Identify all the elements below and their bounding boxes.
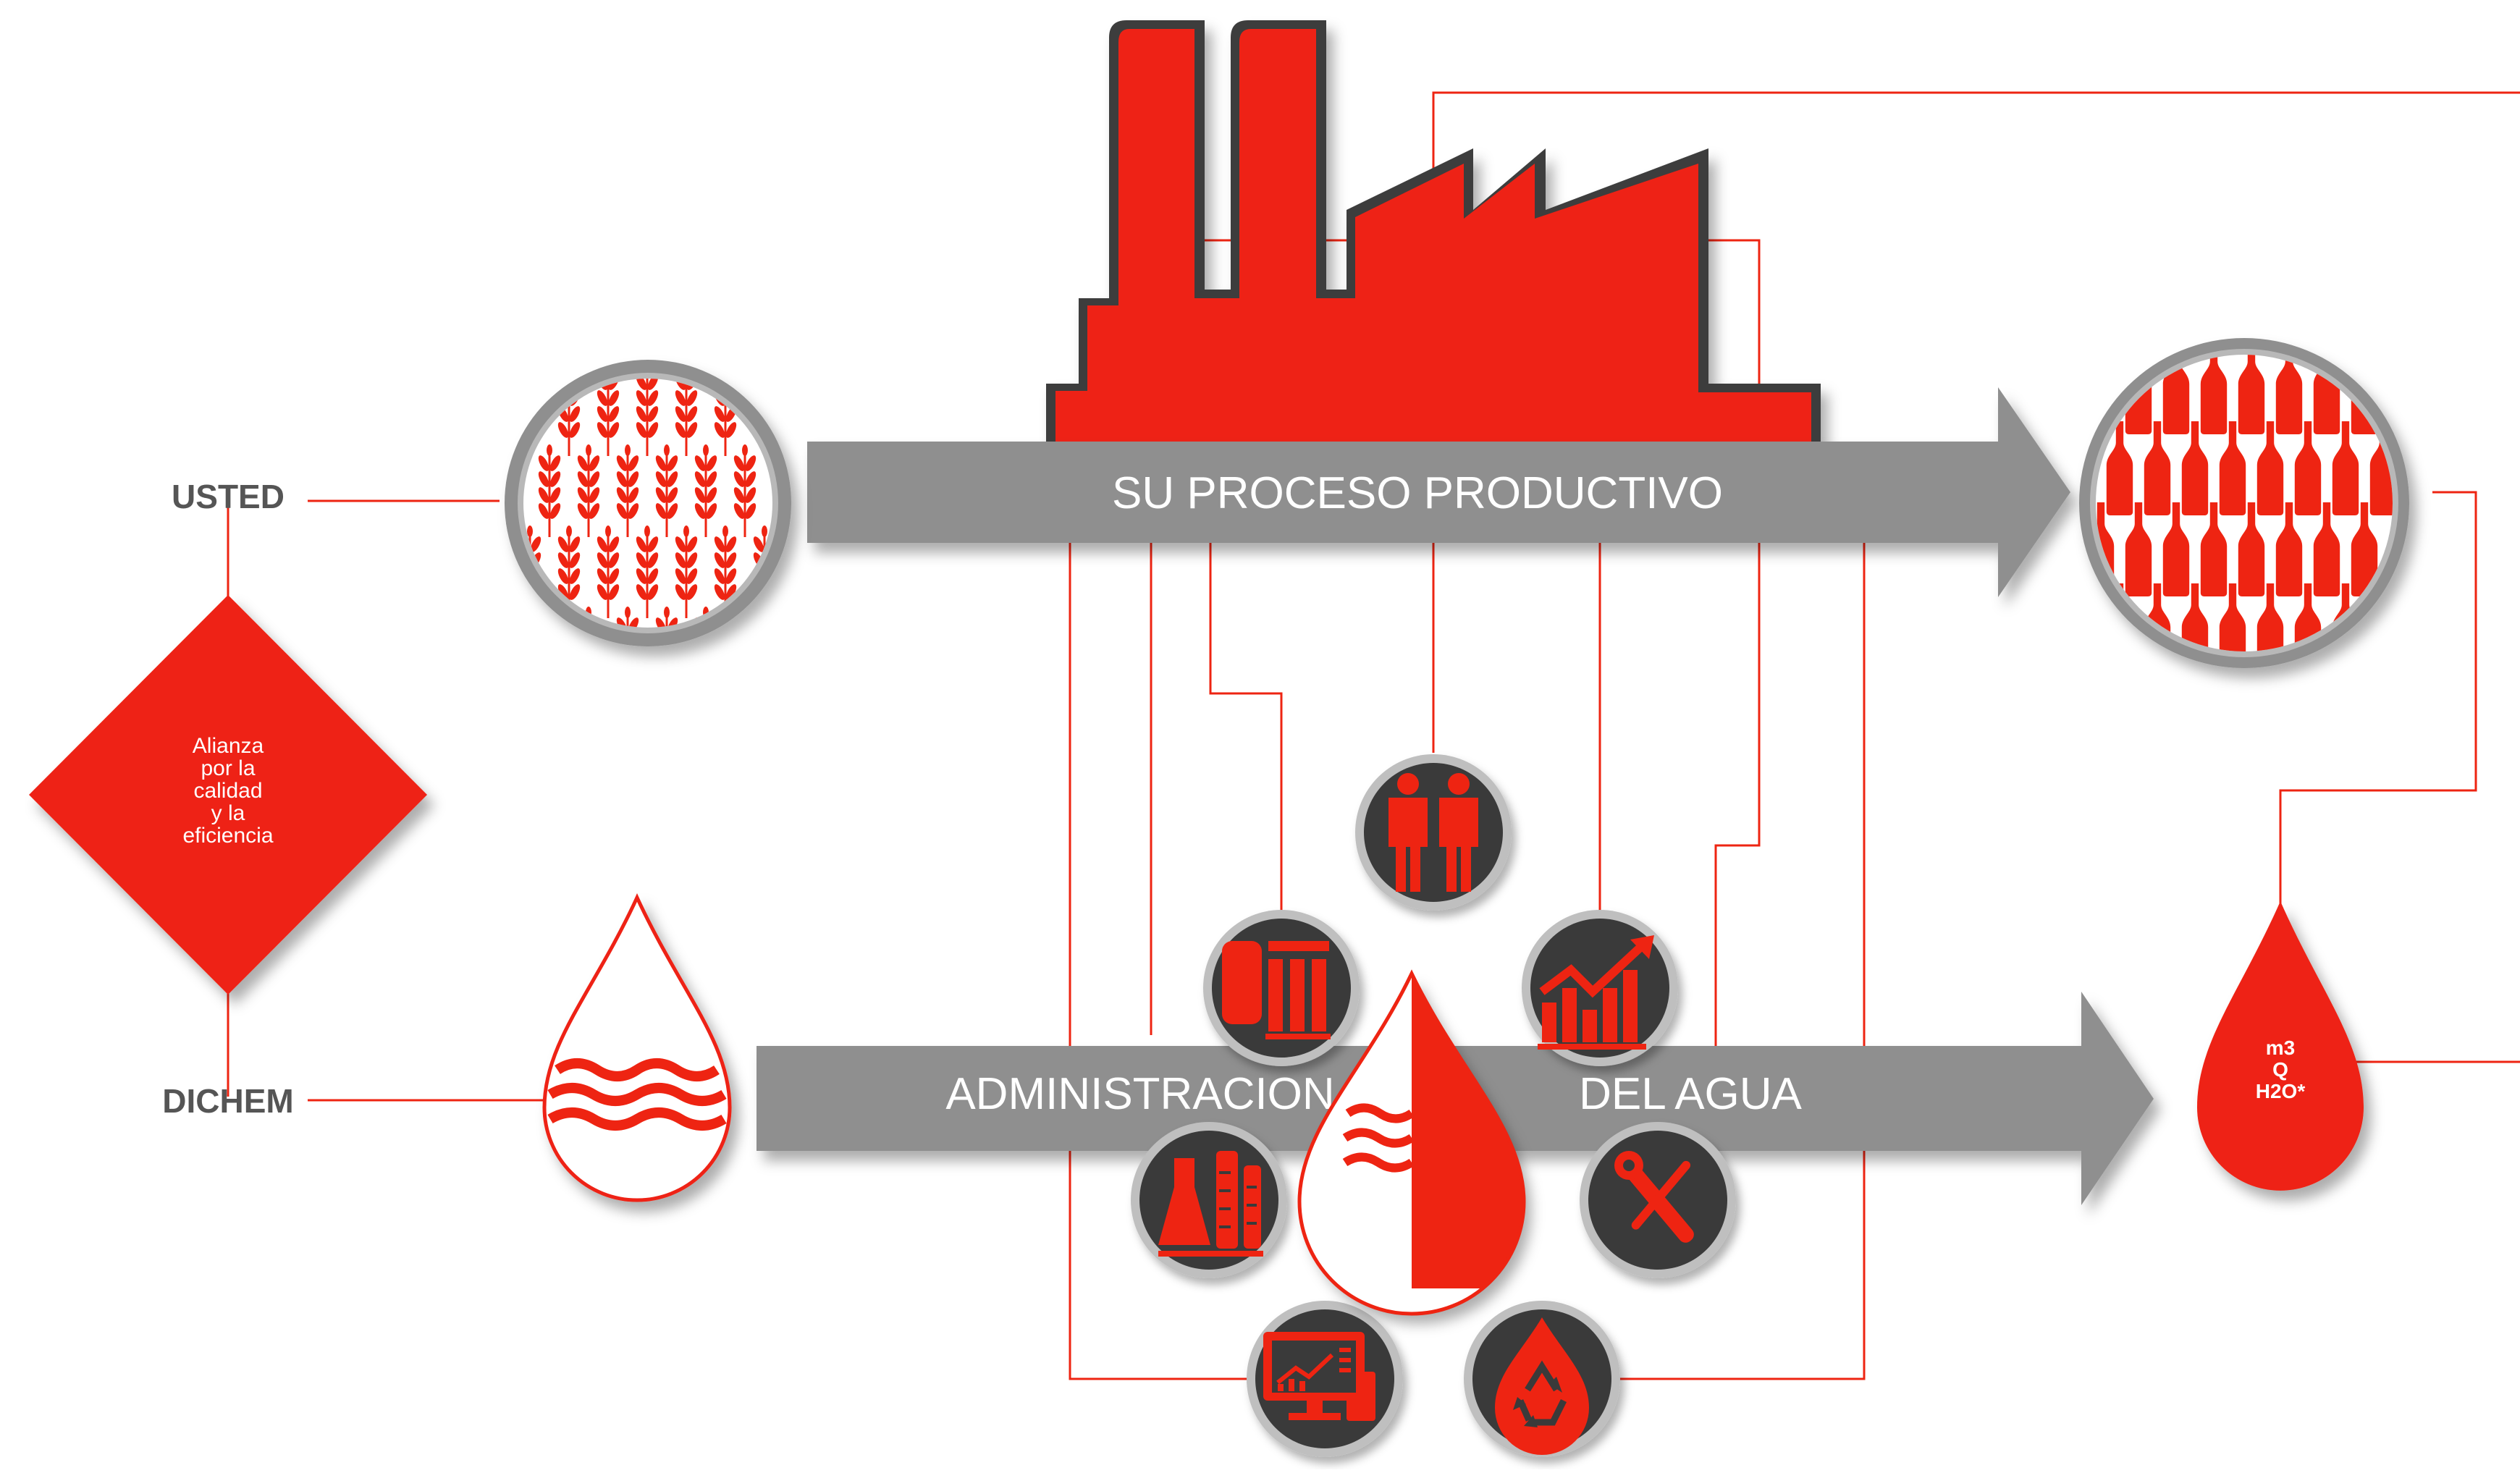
water-management-label-right: DEL AGUA: [1579, 1069, 1802, 1119]
alianza-line-4: y la: [211, 801, 245, 825]
drop-waves: [547, 1058, 727, 1131]
water-management-label-left: ADMINISTRACION: [945, 1069, 1334, 1119]
laboratory-icon: [1131, 1122, 1287, 1278]
bottle-shape: [2408, 583, 2434, 678]
production-process-arrow: [807, 387, 2070, 597]
output-drop-icon: [2197, 901, 2364, 1191]
bottle-shape: [2408, 421, 2434, 515]
water-drop-icon: [542, 893, 732, 1202]
alianza-line-2: por la: [201, 756, 255, 780]
wheat-stalk: [614, 607, 641, 628]
alianza-diamond: [29, 595, 427, 995]
wheat-stalk: [653, 607, 680, 628]
factory-icon: [1046, 20, 1821, 443]
wheat-stalk: [536, 607, 563, 628]
growth-chart-icon: [1522, 910, 1678, 1066]
workers-icon: [1355, 754, 1512, 911]
bottle-shape: [2388, 355, 2393, 434]
half-filled-drop-icon: [1297, 969, 1526, 1316]
wheat-stalk: [731, 607, 759, 628]
tools-icon: [1580, 1122, 1736, 1278]
alianza-line-3: calidad: [193, 779, 262, 803]
recycle-icon: [1464, 1301, 1620, 1457]
bottle-shape: [2313, 355, 2340, 434]
monitoring-computer-icon: [1247, 1301, 1403, 1457]
dichem-label: DICHEM: [162, 1082, 293, 1120]
alianza-line-1: Alianza: [193, 734, 264, 758]
alianza-line-5: eficiencia: [182, 824, 273, 848]
output-drop-line-2: Q: [2272, 1058, 2288, 1081]
usted-label: USTED: [172, 478, 285, 515]
output-drop-line-3: H2O*: [2256, 1080, 2306, 1102]
production-process-label: SU PROCESO PRODUCTIVO: [1112, 468, 1723, 518]
wheat-stalk: [770, 607, 772, 628]
output-drop-line-1: m3: [2266, 1037, 2295, 1059]
filtration-equipment-icon: [1203, 910, 1360, 1066]
